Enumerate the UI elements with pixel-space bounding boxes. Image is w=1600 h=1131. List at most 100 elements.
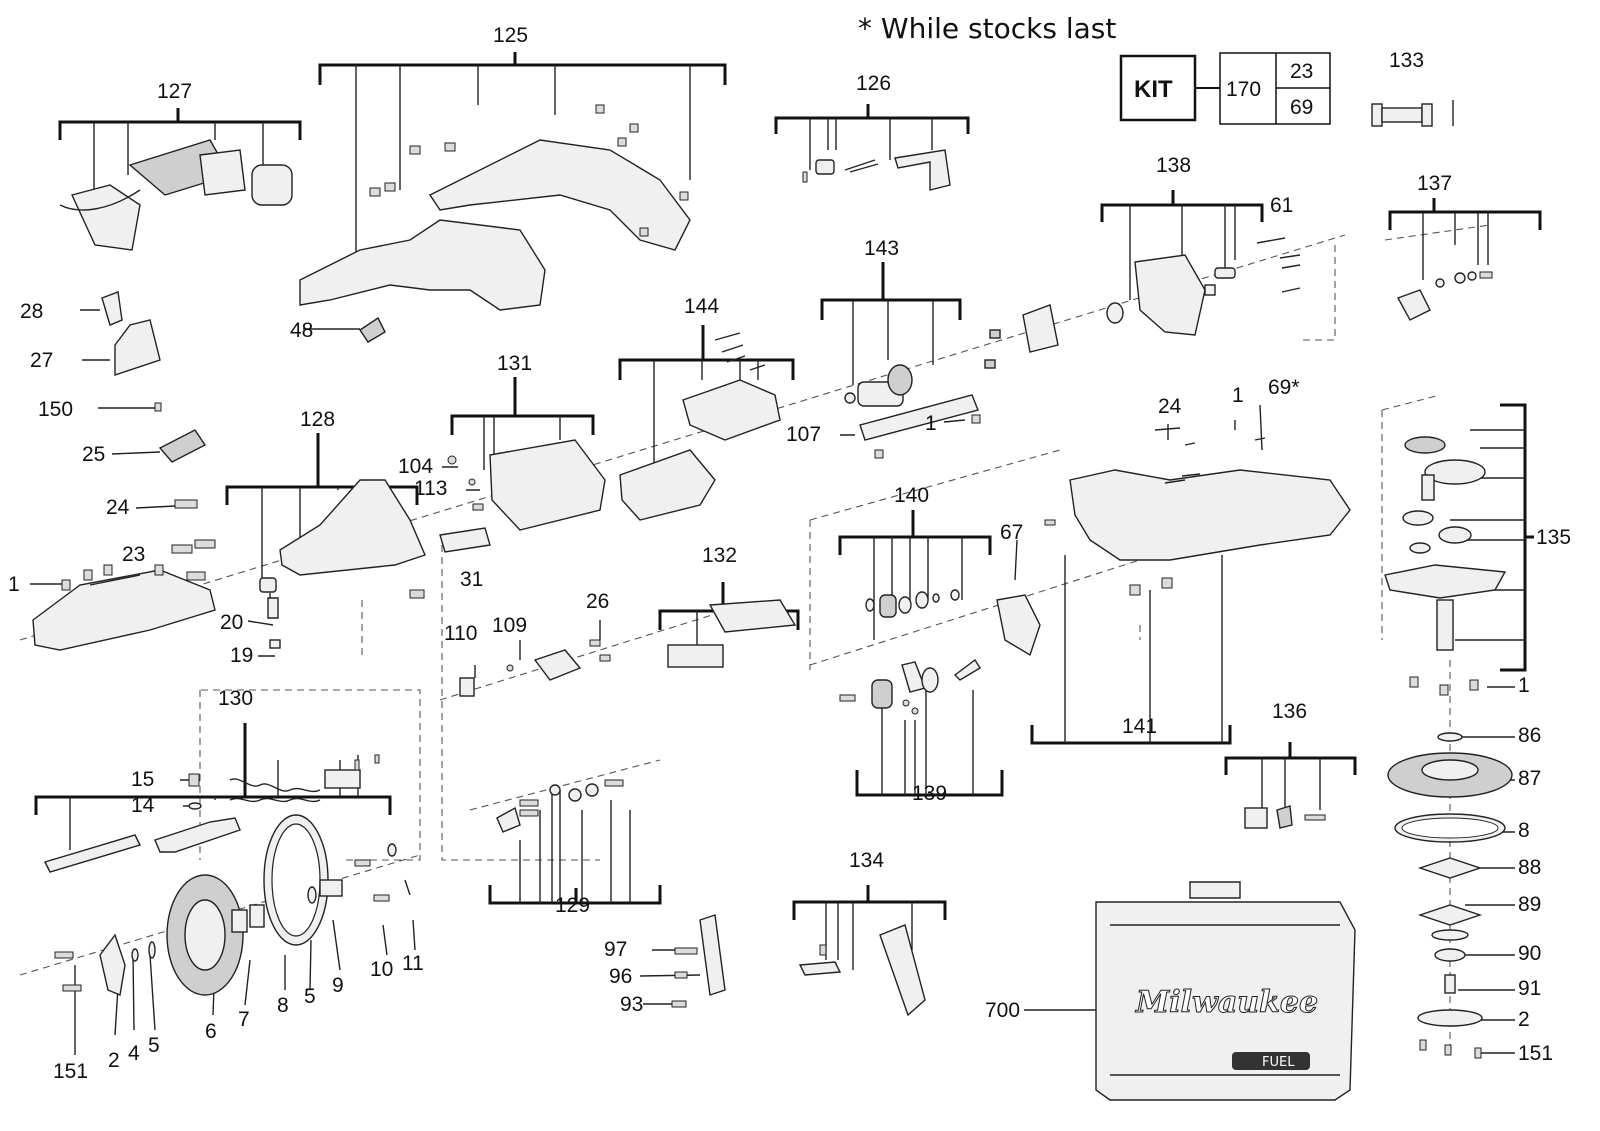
label-91: 91 — [1518, 977, 1541, 1000]
case-fuel-badge: FUEL — [1262, 1055, 1295, 1070]
label-138: 138 — [1156, 154, 1191, 177]
label-5-right: 5 — [304, 985, 316, 1008]
label-61: 61 — [1270, 194, 1293, 217]
label-15: 15 — [131, 768, 154, 791]
part-130-blade-guide — [44, 754, 380, 873]
label-151-left: 151 — [53, 1060, 88, 1083]
label-7: 7 — [238, 1008, 250, 1031]
label-69: 69* — [1268, 376, 1300, 399]
label-4: 4 — [128, 1042, 140, 1065]
kit-part-23: 23 — [1290, 60, 1313, 83]
label-26: 26 — [586, 590, 609, 613]
label-133: 133 — [1389, 49, 1424, 72]
label-27: 27 — [30, 349, 53, 372]
label-89: 89 — [1518, 893, 1541, 916]
label-144: 144 — [684, 295, 719, 318]
part-137-switch-module — [1396, 271, 1493, 321]
label-104: 104 — [398, 455, 433, 478]
label-28: 28 — [20, 300, 43, 323]
part-110-109-26 — [459, 639, 611, 697]
part-126-trigger-parts — [802, 149, 951, 191]
part-25-latch — [158, 429, 207, 463]
part-139-gears — [839, 658, 981, 715]
part-150-screw — [154, 402, 162, 412]
label-143: 143 — [864, 237, 899, 260]
part-140-gears — [865, 589, 960, 618]
part-28-plug — [101, 291, 123, 326]
label-136: 136 — [1272, 700, 1307, 723]
part-700-carry-case: Milwaukee FUEL — [1095, 881, 1356, 1101]
label-24-left: 24 — [106, 496, 130, 519]
kit-label: KIT — [1134, 76, 1173, 103]
label-19: 19 — [230, 644, 253, 667]
label-127: 127 — [157, 80, 192, 103]
part-138-gear-case — [984, 254, 1236, 369]
label-8-right: 8 — [1518, 819, 1530, 842]
part-97-96-93 — [671, 914, 726, 1008]
part-125-housing-halves — [299, 139, 691, 343]
case-brand-logo: Milwaukee — [1135, 985, 1318, 1020]
label-135: 135 — [1536, 526, 1571, 549]
label-10: 10 — [370, 958, 393, 981]
label-141: 141 — [1122, 715, 1157, 738]
part-134-guard — [798, 924, 926, 1017]
label-90: 90 — [1518, 942, 1541, 965]
part-129-guide-rollers — [496, 779, 624, 833]
label-107: 107 — [786, 423, 821, 446]
label-25: 25 — [82, 443, 105, 466]
label-2-left: 2 — [108, 1049, 120, 1072]
part-143-armature — [844, 364, 981, 459]
label-132: 132 — [702, 544, 737, 567]
part-69-frame — [1044, 427, 1351, 596]
parts: Milwaukee FUEL — [32, 103, 1513, 1101]
label-140: 140 — [894, 484, 929, 507]
part-drive-wheel-assembly — [54, 814, 411, 996]
part-67-gasket — [996, 594, 1041, 657]
part-127-wiring-harness — [59, 139, 293, 251]
kit-box: KIT 170 23 69 — [1119, 52, 1331, 125]
label-24-right: 24 — [1158, 395, 1182, 418]
label-128: 128 — [300, 408, 335, 431]
label-126: 126 — [856, 72, 891, 95]
part-61-screws — [1256, 237, 1301, 293]
label-6: 6 — [205, 1020, 217, 1043]
part-136-parts — [1244, 805, 1326, 829]
label-48: 48 — [290, 319, 313, 342]
part-24-screws-left — [61, 499, 216, 591]
part-125-screws — [369, 104, 689, 237]
label-23: 23 — [122, 543, 145, 566]
part-132-labels — [667, 599, 797, 668]
label-125: 125 — [493, 24, 528, 47]
label-113: 113 — [414, 477, 447, 500]
label-150: 150 — [38, 398, 73, 421]
label-151-right: 151 — [1518, 1042, 1553, 1065]
label-130: 130 — [218, 687, 253, 710]
stock-note: * While stocks last — [858, 12, 1116, 45]
group-brackets — [34, 52, 1542, 970]
part-128-frame-cover — [259, 479, 426, 649]
label-5-left: 5 — [148, 1034, 160, 1057]
part-131-battery-housing — [439, 439, 606, 553]
label-139: 139 — [912, 782, 947, 805]
label-31: 31 — [460, 568, 483, 591]
label-9: 9 — [332, 974, 344, 997]
part-133-pin — [1371, 103, 1433, 127]
label-700: 700 — [985, 999, 1020, 1022]
label-86: 86 — [1518, 724, 1541, 747]
label-67: 67 — [1000, 521, 1023, 544]
label-11: 11 — [402, 952, 424, 975]
kit-number: 170 — [1226, 78, 1261, 101]
part-135-gear-stack — [1384, 436, 1507, 696]
label-109: 109 — [492, 614, 527, 637]
part-144-module — [619, 332, 781, 521]
part-86-to-151-right-stack — [1387, 732, 1513, 1059]
label-1-right: 1 — [1518, 674, 1530, 697]
label-97: 97 — [604, 938, 627, 961]
label-1-middle: 1 — [925, 412, 937, 435]
label-137: 137 — [1417, 172, 1452, 195]
kit-part-69: 69 — [1290, 96, 1313, 119]
part-number-labels: 125 127 126 133 138 61 137 143 144 131 1… — [8, 24, 1571, 1083]
label-134: 134 — [849, 849, 884, 872]
label-8-left: 8 — [277, 994, 289, 1017]
